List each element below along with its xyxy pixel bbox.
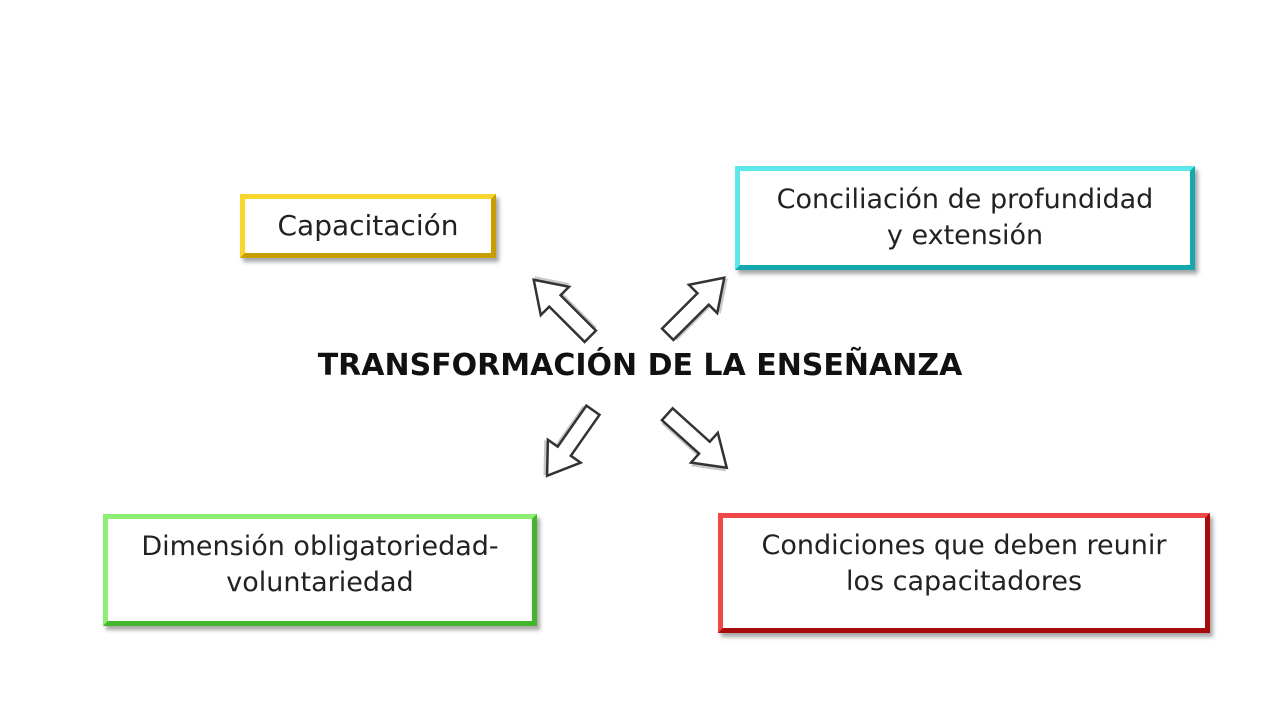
node-dimension-line-1: Dimensión obligatoriedad- <box>141 531 499 562</box>
node-capacitacion-line-1: Capacitación <box>277 208 459 242</box>
node-dimension: Dimensión obligatoriedad- voluntariedad <box>103 514 537 626</box>
central-title: TRANSFORMACIÓN DE LA ENSEÑANZA <box>317 348 963 383</box>
node-dimension-text: Dimensión obligatoriedad- voluntariedad <box>141 529 498 600</box>
node-conciliacion-text: Conciliación de profundidad y extensión <box>777 182 1154 253</box>
edge-arrow-down-right <box>652 398 742 487</box>
node-dimension-line-2: voluntariedad <box>226 566 414 598</box>
node-condiciones-text: Condiciones que deben reunir los capacit… <box>762 528 1167 599</box>
node-conciliacion-line-1: Conciliación de profundidad <box>776 184 1154 216</box>
node-condiciones-line-1: Condiciones que deben reunir <box>761 530 1167 561</box>
edge-arrow-up-left <box>518 262 606 352</box>
node-conciliacion: Conciliación de profundidad y extensión <box>735 166 1195 270</box>
node-condiciones-line-2: los capacitadores <box>845 565 1083 597</box>
node-capacitacion: Capacitación <box>240 194 496 258</box>
edge-arrow-up-right <box>652 262 742 350</box>
node-condiciones: Condiciones que deben reunir los capacit… <box>718 513 1210 633</box>
edge-arrow-down-left <box>527 397 611 489</box>
node-capacitacion-text: Capacitación <box>277 208 458 245</box>
node-conciliacion-line-2: y extensión <box>886 220 1044 251</box>
